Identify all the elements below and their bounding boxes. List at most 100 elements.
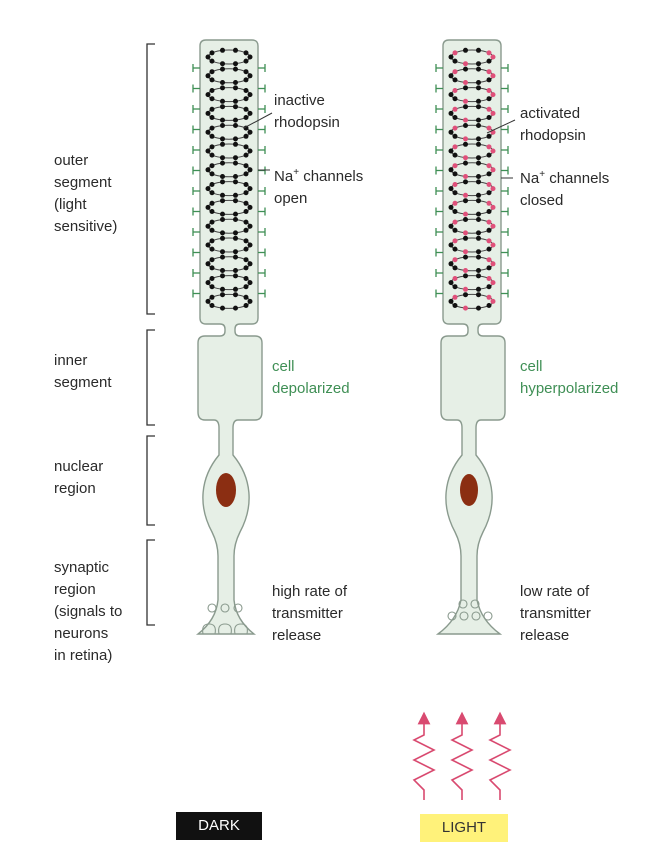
rhodopsin-molecule (220, 66, 225, 72)
rhodopsin-molecule (233, 254, 238, 260)
rhodopsin-molecule (205, 242, 211, 248)
rhodopsin-molecule (476, 286, 481, 292)
rhodopsin-molecule (452, 303, 458, 308)
rhodopsin-molecule (205, 261, 211, 267)
rhodopsin-molecule (486, 238, 492, 244)
rhodopsin-molecule (243, 284, 249, 290)
light-ray-arrow-1 (412, 711, 436, 800)
rhodopsin-molecule (463, 286, 468, 292)
rhodopsin-molecule (463, 47, 468, 53)
rhodopsin-molecule (448, 129, 454, 135)
rhodopsin-molecule (448, 242, 454, 248)
rhodopsin-molecule (220, 160, 225, 166)
rhodopsin-molecule (463, 155, 468, 161)
rhodopsin-molecule (448, 298, 454, 304)
outer-segment-label: outer segment (light sensitive) (54, 152, 118, 235)
rhodopsin-molecule (233, 123, 238, 128)
rhodopsin-molecule (486, 209, 492, 214)
rhodopsin-molecule (486, 276, 492, 281)
rhodopsin-molecule (476, 179, 481, 185)
dark-rod-cell (192, 39, 266, 635)
rhodopsin-molecule (486, 219, 492, 225)
rhodopsin-molecule (452, 144, 458, 150)
rhodopsin-molecule (233, 192, 238, 198)
rhodopsin-molecule (233, 286, 238, 292)
rhodopsin-molecule (452, 209, 458, 214)
rhodopsin-molecule (209, 144, 215, 150)
rhodopsin-molecule (452, 125, 458, 131)
rhodopsin-molecule (452, 294, 458, 300)
dark-nucleus (216, 473, 236, 507)
light-channels-label: Na+ channels closed (520, 169, 610, 210)
rhodopsin-molecule (463, 254, 468, 260)
rhodopsin-molecule (220, 254, 225, 260)
rhodopsin-molecule (205, 54, 211, 60)
rhodopsin-molecule (247, 129, 253, 135)
rhodopsin-molecule (476, 235, 481, 241)
rhodopsin-molecule (463, 66, 468, 72)
rhodopsin-molecule (205, 223, 211, 229)
rhodopsin-molecule (243, 96, 249, 102)
rhodopsin-molecule (243, 265, 249, 271)
rhodopsin-molecule (486, 88, 492, 93)
rhodopsin-molecule (247, 167, 253, 173)
rhodopsin-molecule (476, 123, 481, 128)
rhodopsin-molecule (247, 110, 253, 116)
rhodopsin-molecule (220, 273, 225, 279)
rhodopsin-molecule (243, 190, 249, 196)
rhodopsin-molecule (448, 167, 454, 173)
rhodopsin-molecule (209, 58, 215, 64)
nuclear-region-label: nuclear region (54, 458, 104, 497)
rhodopsin-molecule (220, 123, 225, 128)
dark-release-label: high rate of transmitter release (272, 583, 348, 644)
rhodopsin-molecule (490, 110, 496, 116)
rhodopsin-molecule (486, 115, 492, 120)
light-cell-state-label: cell hyperpolarized (520, 358, 619, 397)
rhodopsin-molecule (476, 230, 481, 236)
rhodopsin-molecule (476, 305, 481, 311)
rhodopsin-molecule (452, 276, 458, 281)
rhodopsin-molecule (476, 61, 481, 67)
rhodopsin-molecule (220, 61, 225, 67)
rhodopsin-molecule (205, 167, 211, 173)
rhodopsin-molecule (448, 223, 454, 229)
rhodopsin-molecule (463, 80, 468, 85)
rhodopsin-molecule (220, 292, 225, 298)
rhodopsin-molecule (209, 115, 215, 120)
light-rays (412, 711, 512, 800)
rhodopsin-molecule (476, 85, 481, 91)
rhodopsin-molecule (243, 125, 249, 131)
rhodopsin-molecule (463, 211, 468, 217)
rhodopsin-molecule (486, 50, 492, 56)
rhodopsin-molecule (463, 104, 468, 110)
rhodopsin-molecule (233, 104, 238, 110)
rhodopsin-molecule (205, 110, 211, 116)
rhodopsin-molecule (243, 144, 249, 150)
rhodopsin-molecule (463, 85, 468, 91)
rhodopsin-molecule (490, 204, 496, 210)
rhodopsin-molecule (486, 163, 492, 169)
rhodopsin-molecule (476, 268, 481, 273)
rhodopsin-molecule (448, 54, 454, 60)
rhodopsin-molecule (452, 50, 458, 56)
light-release-label: low rate of transmitter release (520, 583, 591, 644)
rhodopsin-molecule (220, 286, 225, 292)
rhodopsin-molecule (490, 148, 496, 154)
rhodopsin-molecule (247, 186, 253, 192)
rhodopsin-molecule (205, 204, 211, 210)
rhodopsin-molecule (220, 198, 225, 204)
rhodopsin-molecule (452, 152, 458, 158)
rhodopsin-molecule (448, 92, 454, 98)
rhodopsin-molecule (247, 73, 253, 79)
rhodopsin-molecule (490, 280, 496, 286)
rhodopsin-molecule (209, 125, 215, 131)
rhodopsin-molecule (452, 163, 458, 169)
rhodopsin-molecule (486, 265, 492, 271)
rhodopsin-molecule (463, 217, 468, 222)
rhodopsin-molecule (486, 200, 492, 206)
rhodopsin-molecule (490, 92, 496, 98)
rhodopsin-molecule (233, 141, 238, 147)
rhodopsin-molecule (243, 58, 249, 64)
rhodopsin-molecule (243, 200, 249, 206)
inner-segment-label: inner segment (54, 352, 112, 391)
